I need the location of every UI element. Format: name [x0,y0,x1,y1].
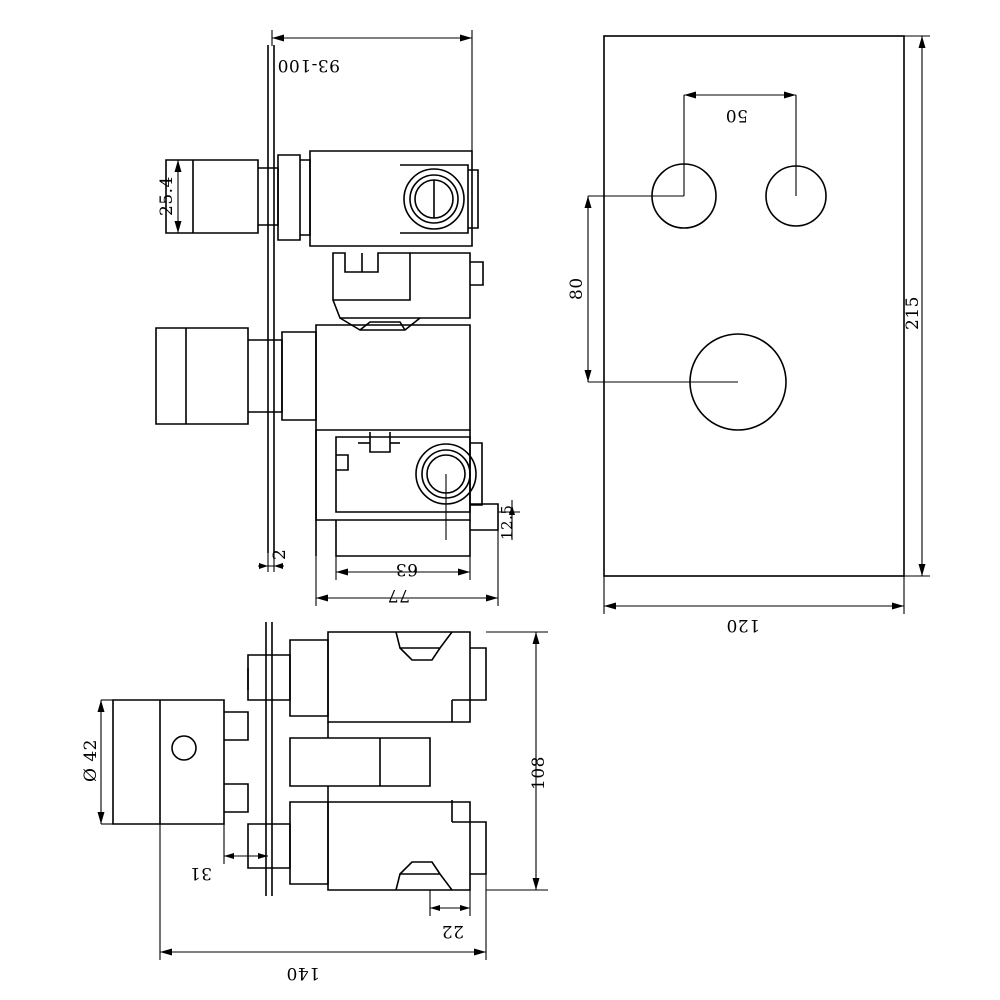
side-view-geometry [155,45,499,557]
dim-label-12-5: 12.5 [498,505,516,540]
front-view-dimensions [584,35,930,614]
dim-label-dia-42: Ø 42 [81,739,101,782]
dim-label-93-100: 93-100 [277,55,340,75]
dim-label-108: 108 [529,756,549,790]
dim-label-25-4: 25.4 [157,176,177,216]
dim-label-63: 63 [395,559,418,579]
dim-label-77: 77 [387,585,410,605]
dim-label-50: 50 [725,105,748,125]
dim-label-22: 22 [441,921,464,941]
plan-view-dimensions [97,631,548,960]
dim-label-140: 140 [286,963,320,983]
dim-label-2: 2 [270,549,290,560]
side-view-dimensions [174,30,520,606]
plan-view-geometry [112,622,487,896]
dim-label-215: 215 [903,296,923,330]
dim-label-31: 31 [189,863,212,883]
front-view-geometry [603,35,905,577]
dim-label-80: 80 [567,277,587,300]
dim-label-120: 120 [726,615,760,635]
